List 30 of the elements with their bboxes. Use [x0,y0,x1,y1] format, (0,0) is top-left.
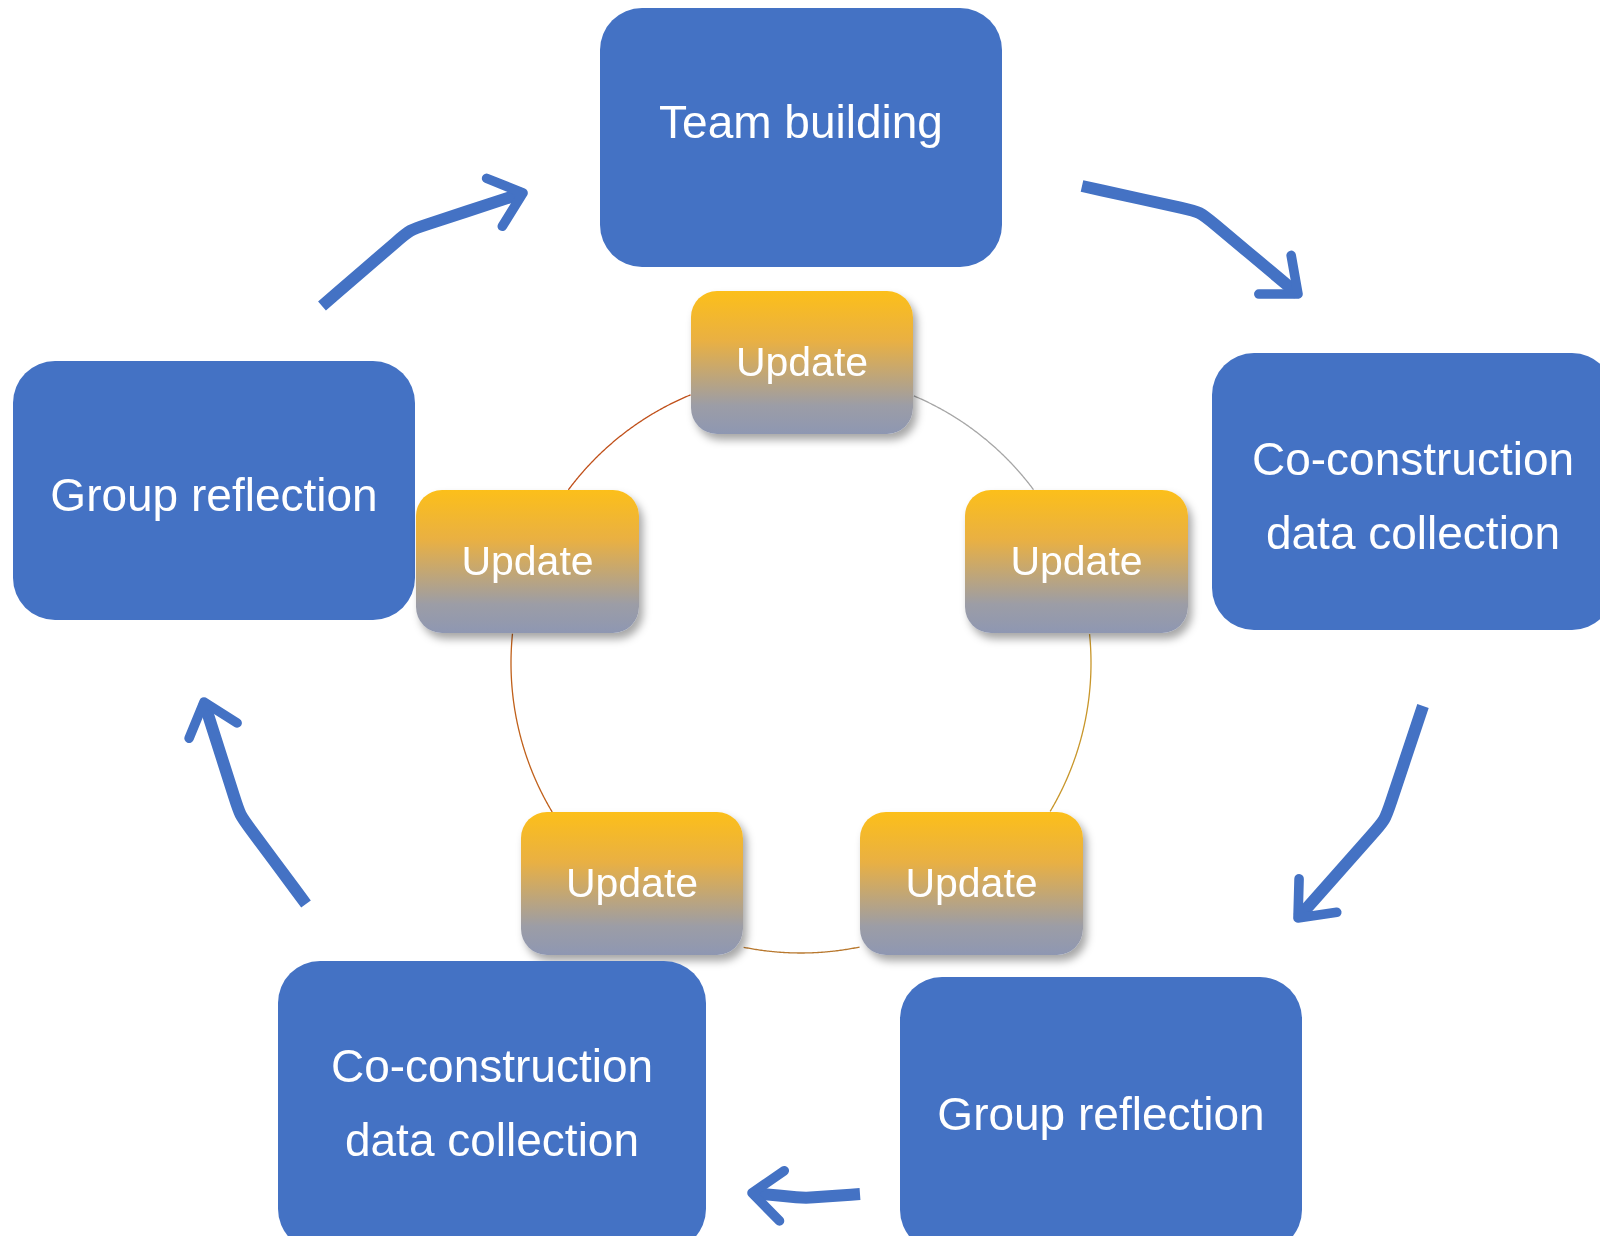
box-label: Update [461,538,594,585]
curved-arrow [747,1165,861,1226]
connector-arc [743,946,861,954]
box-label: Group reflection [50,467,378,523]
connector-arc [567,394,692,491]
connector-arc [510,633,553,813]
box-label: Co-construction data collection [329,1039,655,1168]
update-box [416,490,639,633]
curved-arrow [318,173,528,311]
box-label: Team building [659,94,943,150]
curved-arrow [1080,180,1303,299]
curved-arrow [1293,704,1429,923]
curved-arrow [184,697,311,908]
process-box [900,977,1302,1236]
box-label: Update [735,339,869,386]
box-label: Update [905,860,1038,907]
update-box [691,291,913,434]
process-box [1212,353,1600,630]
update-box [860,812,1083,955]
process-box [13,361,415,620]
process-box [600,8,1002,267]
box-label: Update [565,860,699,907]
update-box [965,490,1188,633]
process-box [278,961,706,1236]
connector-arc [913,395,1035,491]
box-label: Group reflection [937,1086,1265,1142]
box-label: Update [1010,538,1143,585]
connector-arc [1049,633,1092,813]
box-label: Co-construction data collection [1250,431,1576,561]
update-box [521,812,743,955]
